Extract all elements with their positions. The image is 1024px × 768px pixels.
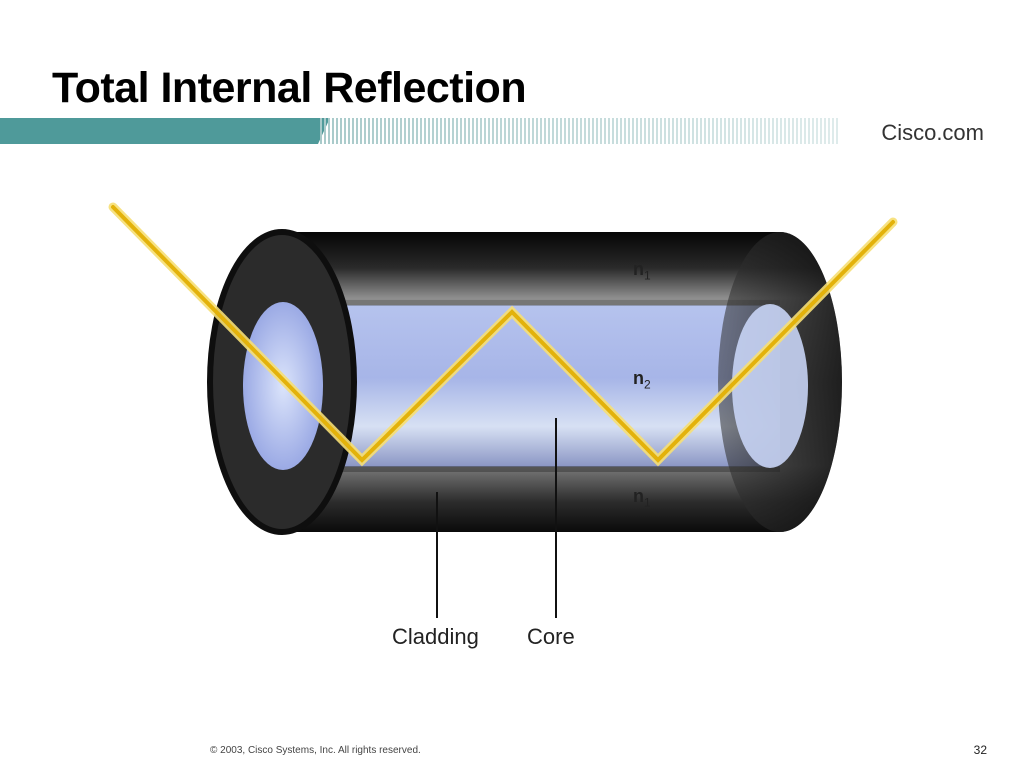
page-number: 32	[973, 743, 987, 757]
index-label-middle: n2	[633, 368, 651, 392]
header-band-solid	[0, 118, 330, 144]
index-label-bottom: n1	[633, 486, 651, 510]
header-band	[0, 118, 1024, 144]
cladding-label: Cladding	[392, 624, 479, 649]
footer-copyright: © 2003, Cisco Systems, Inc. All rights r…	[210, 745, 421, 756]
right-end-core	[732, 304, 808, 468]
index-label-top: n1	[633, 259, 651, 283]
cisco-logo: Cisco.com	[881, 120, 984, 145]
core-label: Core	[527, 624, 575, 649]
slide-title: Total Internal Reflection	[52, 64, 527, 112]
